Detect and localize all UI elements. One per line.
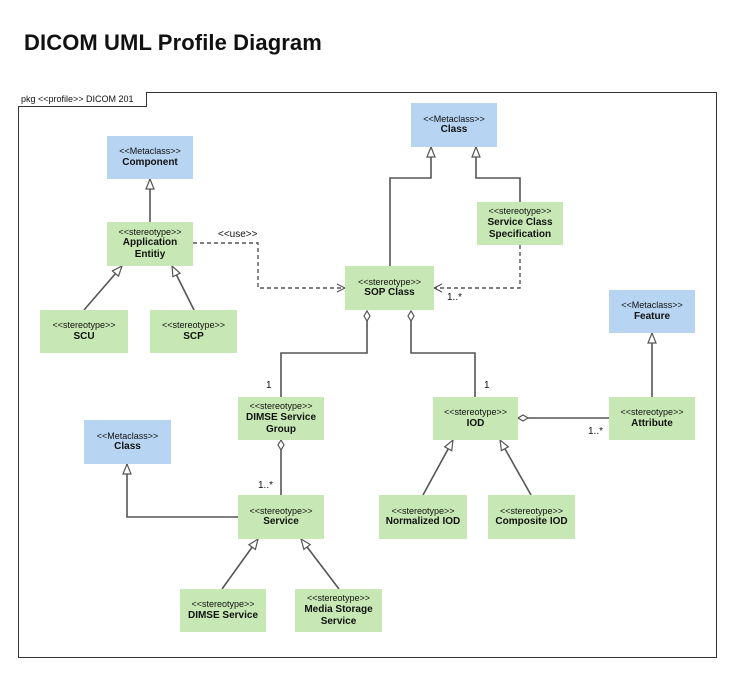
metaclass-feature: <<Metaclass>> Feature xyxy=(609,290,695,333)
package-frame xyxy=(18,92,717,658)
stereotype-service-class-specification: <<stereotype>> Service Class Specificati… xyxy=(477,202,563,245)
stereotype-composite-iod: <<stereotype>> Composite IOD xyxy=(488,495,575,539)
stereotype-label: <<stereotype>> xyxy=(249,401,313,412)
multiplicity-service: 1..* xyxy=(258,480,274,491)
class-name: SCP xyxy=(183,330,204,342)
class-name: Component xyxy=(122,156,178,168)
stereotype-label: <<Metaclass>> xyxy=(621,300,683,311)
edge-composite-iod xyxy=(500,440,532,496)
stereotype-scu: <<stereotype>> SCU xyxy=(40,310,128,353)
stereotype-label: <<stereotype>> xyxy=(443,407,508,418)
stereotype-label: <<Metaclass>> xyxy=(96,430,159,441)
class-name: Service Class Specification xyxy=(487,216,553,240)
class-name: Media Storage Service xyxy=(304,603,373,627)
multiplicity-group: 1 xyxy=(266,380,272,391)
stereotype-application-entity: <<stereotype>> Application Entitiy xyxy=(107,222,193,266)
multiplicity-iod: 1 xyxy=(484,380,490,391)
class-name: Class xyxy=(114,441,141,453)
stereotype-media-storage-service: <<stereotype>> Media Storage Service xyxy=(295,589,382,632)
stereotype-dimse-service: <<stereotype>> DIMSE Service xyxy=(180,589,266,632)
stereotype-iod: <<stereotype>> IOD xyxy=(433,397,518,440)
stereotype-label: <<stereotype>> xyxy=(391,505,455,516)
class-name: Application Entitiy xyxy=(122,237,178,261)
class-name: IOD xyxy=(466,417,485,429)
class-name: Normalized IOD xyxy=(385,516,461,528)
edge-normalized-iod xyxy=(422,440,453,496)
class-name: Attribute xyxy=(631,417,673,429)
edge-use-dependency xyxy=(193,242,345,288)
metaclass-component: <<Metaclass>> Component xyxy=(107,136,193,179)
edge-media-service xyxy=(301,539,340,590)
stereotype-label: <<stereotype>> xyxy=(357,276,422,287)
edge-spec-class-meta xyxy=(476,147,521,202)
stereotype-sop-class: <<stereotype>> SOP Class xyxy=(345,266,434,310)
stereotype-label: <<stereotype>> xyxy=(499,505,564,516)
multiplicity-attribute: 1..* xyxy=(588,426,604,437)
edge-dimse-service xyxy=(221,539,258,590)
stereotype-label: <<stereotype>> xyxy=(620,407,684,418)
class-name: DIMSE Service Group xyxy=(245,411,317,435)
class-name: Feature xyxy=(633,310,671,322)
class-name: Class xyxy=(440,124,468,136)
edge-spec-sop-dependency xyxy=(434,245,521,288)
metaclass-class-left: <<Metaclass>> Class xyxy=(84,420,171,464)
multiplicity-sop-spec: 1..* xyxy=(447,292,463,303)
class-name: SCU xyxy=(73,330,95,342)
use-dependency-label: <<use>> xyxy=(218,229,258,240)
stereotype-attribute: <<stereotype>> Attribute xyxy=(609,397,695,440)
page-title: DICOM UML Profile Diagram xyxy=(24,30,322,55)
class-name: Composite IOD xyxy=(495,516,568,528)
edge-scu-app-entity xyxy=(83,266,122,311)
stereotype-label: <<stereotype>> xyxy=(249,505,313,516)
stereotype-label: <<stereotype>> xyxy=(161,320,226,331)
edge-scp-app-entity xyxy=(172,266,195,311)
stereotype-dimse-service-group: <<stereotype>> DIMSE Service Group xyxy=(238,397,324,440)
stereotype-scp: <<stereotype>> SCP xyxy=(150,310,237,353)
stereotype-label: <<stereotype>> xyxy=(306,593,371,604)
stereotype-label: <<stereotype>> xyxy=(52,320,116,331)
stereotype-normalized-iod: <<stereotype>> Normalized IOD xyxy=(379,495,467,539)
stereotype-label: <<stereotype>> xyxy=(191,599,255,610)
stereotype-label: <<stereotype>> xyxy=(118,226,182,237)
stereotype-label: <<Metaclass>> xyxy=(423,113,485,124)
class-name: Service xyxy=(263,516,299,528)
edge-sop-group xyxy=(280,311,367,397)
stereotype-label: <<stereotype>> xyxy=(488,206,552,217)
stereotype-service: <<stereotype>> Service xyxy=(238,495,324,539)
edge-service-class-meta xyxy=(127,464,238,518)
class-name: DIMSE Service xyxy=(187,609,259,621)
edge-sop-iod xyxy=(411,311,476,397)
edge-sop-class-meta xyxy=(389,147,431,266)
class-name: SOP Class xyxy=(364,287,415,299)
metaclass-class-top: <<Metaclass>> Class xyxy=(411,103,497,147)
stereotype-label: <<Metaclass>> xyxy=(119,146,181,157)
package-tab: pkg <<profile>> DICOM 201 xyxy=(18,92,147,107)
